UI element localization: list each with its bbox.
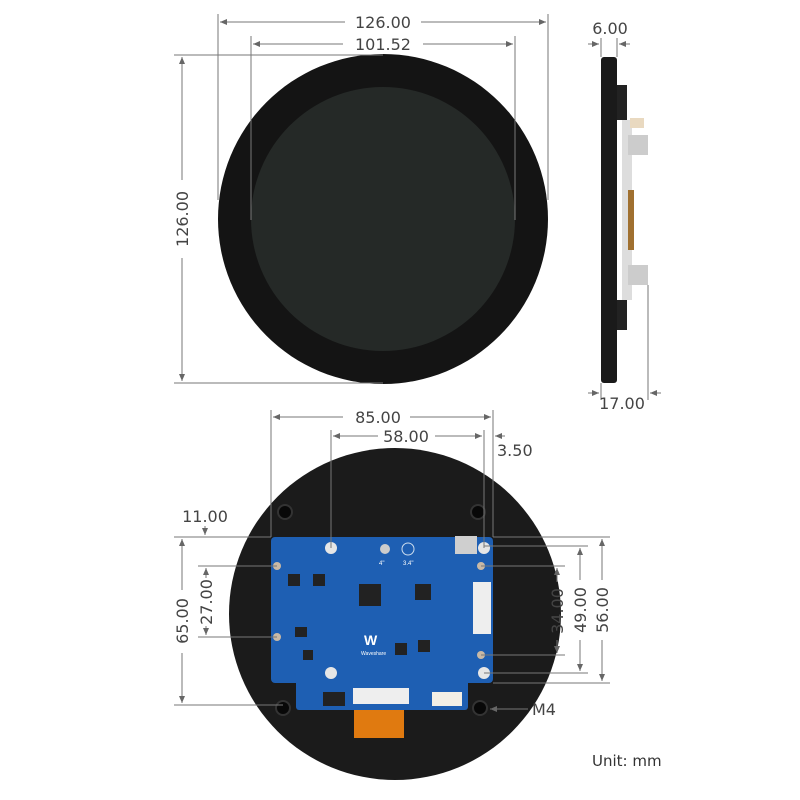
svg-text:M4: M4 — [532, 700, 556, 719]
dim-hole-edge-offset: 3.50 — [495, 433, 533, 460]
dim-hole-spacing-right-inner: 34.00 — [481, 565, 567, 656]
svg-text:65.00: 65.00 — [173, 598, 192, 644]
svg-text:11.00: 11.00 — [182, 507, 228, 526]
pcb-board — [271, 537, 493, 683]
svg-text:3.50: 3.50 — [497, 441, 533, 460]
screw-callout: M4 — [490, 700, 556, 719]
dim-side-thickness: 6.00 — [588, 19, 630, 57]
fpc-cable — [354, 708, 404, 738]
dim-front-height: 126.00 — [173, 54, 383, 384]
svg-text:49.00: 49.00 — [571, 587, 590, 633]
svg-text:4": 4" — [379, 561, 384, 567]
dim-hole-spacing-x: 58.00 — [330, 427, 485, 548]
dim-board-height-right: 56.00 — [493, 536, 612, 684]
ribbon-connector — [353, 688, 409, 704]
svg-text:126.00: 126.00 — [173, 191, 192, 247]
dim-front-width: 126.00 — [217, 13, 549, 200]
dim-screen-diameter: 101.52 — [250, 35, 516, 220]
svg-text:17.00: 17.00 — [599, 394, 645, 413]
header-connector — [432, 692, 462, 706]
waveshare-logo: W — [364, 632, 378, 648]
svg-text:3.4": 3.4" — [403, 561, 413, 567]
svg-text:27.00: 27.00 — [197, 579, 216, 625]
case-mount-hole — [275, 504, 488, 716]
dim-board-width: 85.00 — [270, 408, 494, 537]
dim-side-depth: 17.00 — [588, 285, 661, 413]
svg-text:34.00: 34.00 — [548, 588, 567, 634]
fpc-connector — [473, 582, 491, 634]
side-view — [601, 57, 648, 383]
svg-text:85.00: 85.00 — [355, 408, 401, 427]
svg-text:101.52: 101.52 — [355, 35, 411, 54]
dim-top-offset: 11.00 — [174, 507, 271, 538]
svg-text:Waveshare: Waveshare — [361, 651, 386, 657]
svg-text:6.00: 6.00 — [592, 19, 628, 38]
front-view — [218, 54, 548, 384]
pcb-chips — [288, 574, 431, 706]
usb-c-port — [455, 536, 477, 554]
svg-text:56.00: 56.00 — [593, 587, 612, 633]
dim-hole-spacing-right: 49.00 — [484, 545, 590, 674]
unit-label: Unit: mm — [592, 752, 662, 770]
dim-board-height: 65.00 — [173, 539, 283, 706]
back-view: 4" 3.4" W Waveshare — [229, 448, 561, 780]
display-screen — [251, 87, 515, 351]
svg-text:58.00: 58.00 — [383, 427, 429, 446]
dim-hole-spacing-left: 27.00 — [197, 565, 277, 638]
svg-text:126.00: 126.00 — [355, 13, 411, 32]
